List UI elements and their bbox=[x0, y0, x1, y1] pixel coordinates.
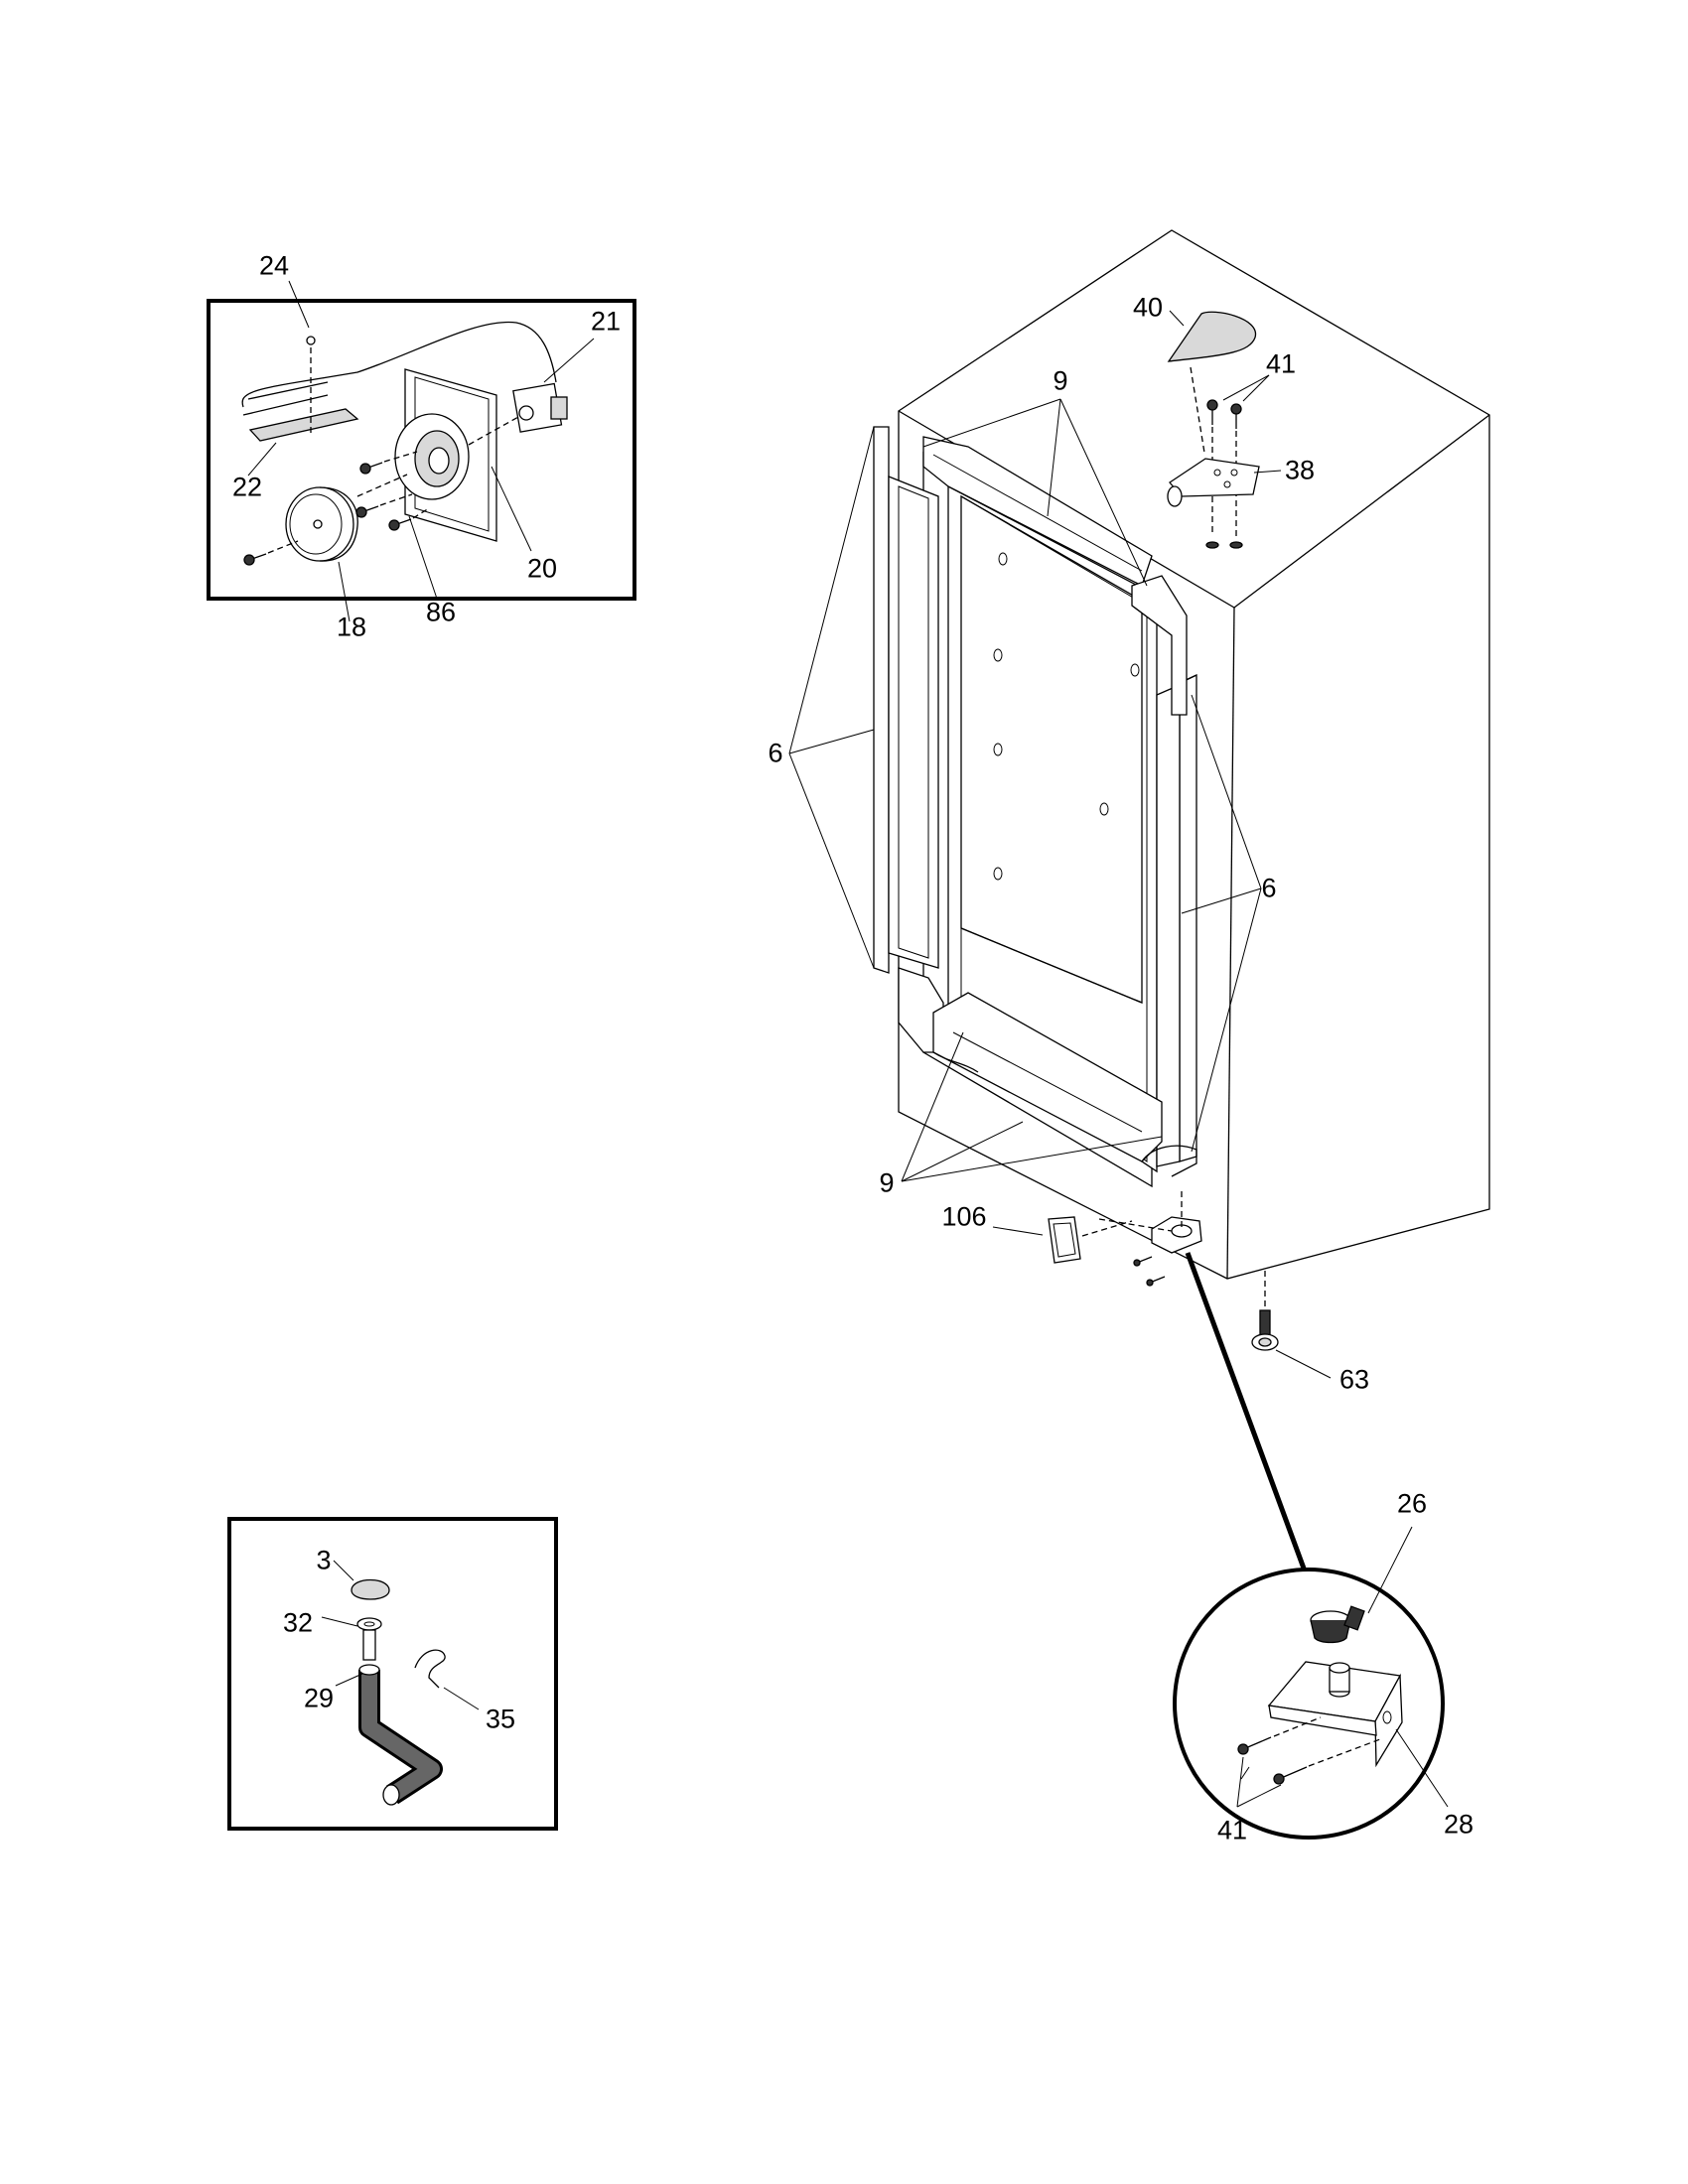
callout-9-top: 9 bbox=[1053, 365, 1068, 396]
callout-28: 28 bbox=[1443, 1809, 1475, 1840]
callout-26: 26 bbox=[1396, 1488, 1428, 1519]
callout-106: 106 bbox=[941, 1201, 987, 1232]
callout-38: 38 bbox=[1284, 455, 1316, 485]
washer-part bbox=[356, 1617, 382, 1631]
leveling-leg-part bbox=[1251, 1271, 1332, 1379]
breaker-strips-vertical bbox=[873, 426, 1197, 1167]
callout-21: 21 bbox=[590, 306, 622, 337]
callout-63: 63 bbox=[1338, 1364, 1370, 1395]
control-inset-frame bbox=[207, 299, 636, 601]
handle-inset bbox=[227, 1517, 558, 1831]
callout-29: 29 bbox=[303, 1683, 335, 1713]
hinge-detail-circle bbox=[1173, 1526, 1449, 1840]
stud-part bbox=[362, 1629, 376, 1661]
callout-32: 32 bbox=[282, 1607, 314, 1638]
knob-part bbox=[285, 486, 358, 562]
callout-20: 20 bbox=[526, 553, 558, 584]
callout-3: 3 bbox=[316, 1545, 332, 1575]
callout-leaders-cabinet bbox=[788, 398, 1262, 1182]
bushing-part bbox=[1310, 1605, 1365, 1644]
callout-86: 86 bbox=[425, 597, 457, 627]
hinge-screws-bottom bbox=[1237, 1716, 1381, 1785]
clip-part bbox=[414, 1649, 446, 1689]
callout-9-bottom: 9 bbox=[879, 1167, 895, 1198]
plug-part bbox=[992, 1216, 1133, 1264]
screw-part bbox=[306, 336, 316, 437]
screws-group bbox=[243, 451, 430, 566]
control-inset bbox=[207, 280, 636, 622]
callout-6-left: 6 bbox=[768, 738, 783, 768]
bottom-hinge-assembly bbox=[1098, 1191, 1202, 1287]
callout-6-right: 6 bbox=[1261, 873, 1277, 903]
breaker-strips-horizontal bbox=[898, 436, 1197, 1177]
callout-24: 24 bbox=[258, 250, 290, 281]
cabinet-assembly bbox=[788, 229, 1490, 1577]
callout-41-bottom: 41 bbox=[1216, 1815, 1248, 1845]
housing-part bbox=[394, 368, 497, 542]
callout-40: 40 bbox=[1132, 292, 1164, 323]
cover-strip-part bbox=[248, 408, 359, 442]
top-hinge-part bbox=[1167, 458, 1260, 549]
callout-35: 35 bbox=[485, 1704, 516, 1734]
hinge-bracket-part bbox=[1267, 1661, 1403, 1768]
callout-18: 18 bbox=[336, 612, 367, 642]
handle-inset-frame bbox=[227, 1517, 558, 1831]
callout-22: 22 bbox=[231, 472, 263, 502]
detail-connector-line bbox=[1185, 1252, 1310, 1577]
cap-part bbox=[351, 1578, 390, 1600]
callout-41-top: 41 bbox=[1265, 348, 1297, 379]
thermostat-part bbox=[512, 382, 568, 433]
cabinet-liner bbox=[922, 451, 1158, 1188]
hinge-cover-part bbox=[1167, 311, 1256, 362]
